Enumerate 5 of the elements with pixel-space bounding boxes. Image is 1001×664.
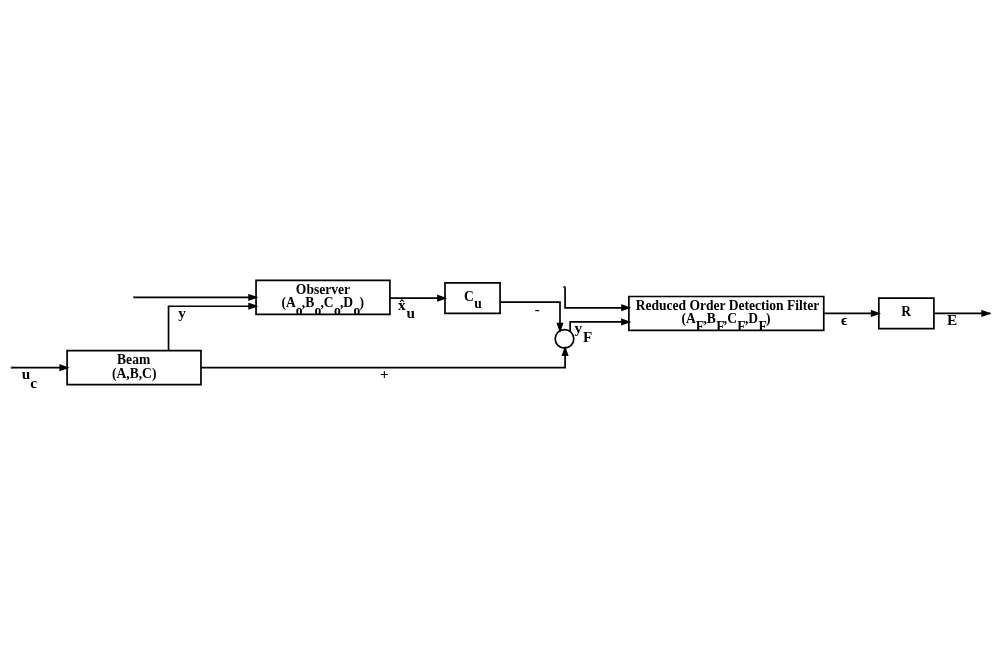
edge-label: -	[534, 298, 540, 316]
edge-label: y	[178, 303, 186, 321]
edge-label: +	[380, 364, 389, 382]
edge-label: ϵ	[841, 310, 848, 328]
edge-label: E	[947, 310, 958, 328]
